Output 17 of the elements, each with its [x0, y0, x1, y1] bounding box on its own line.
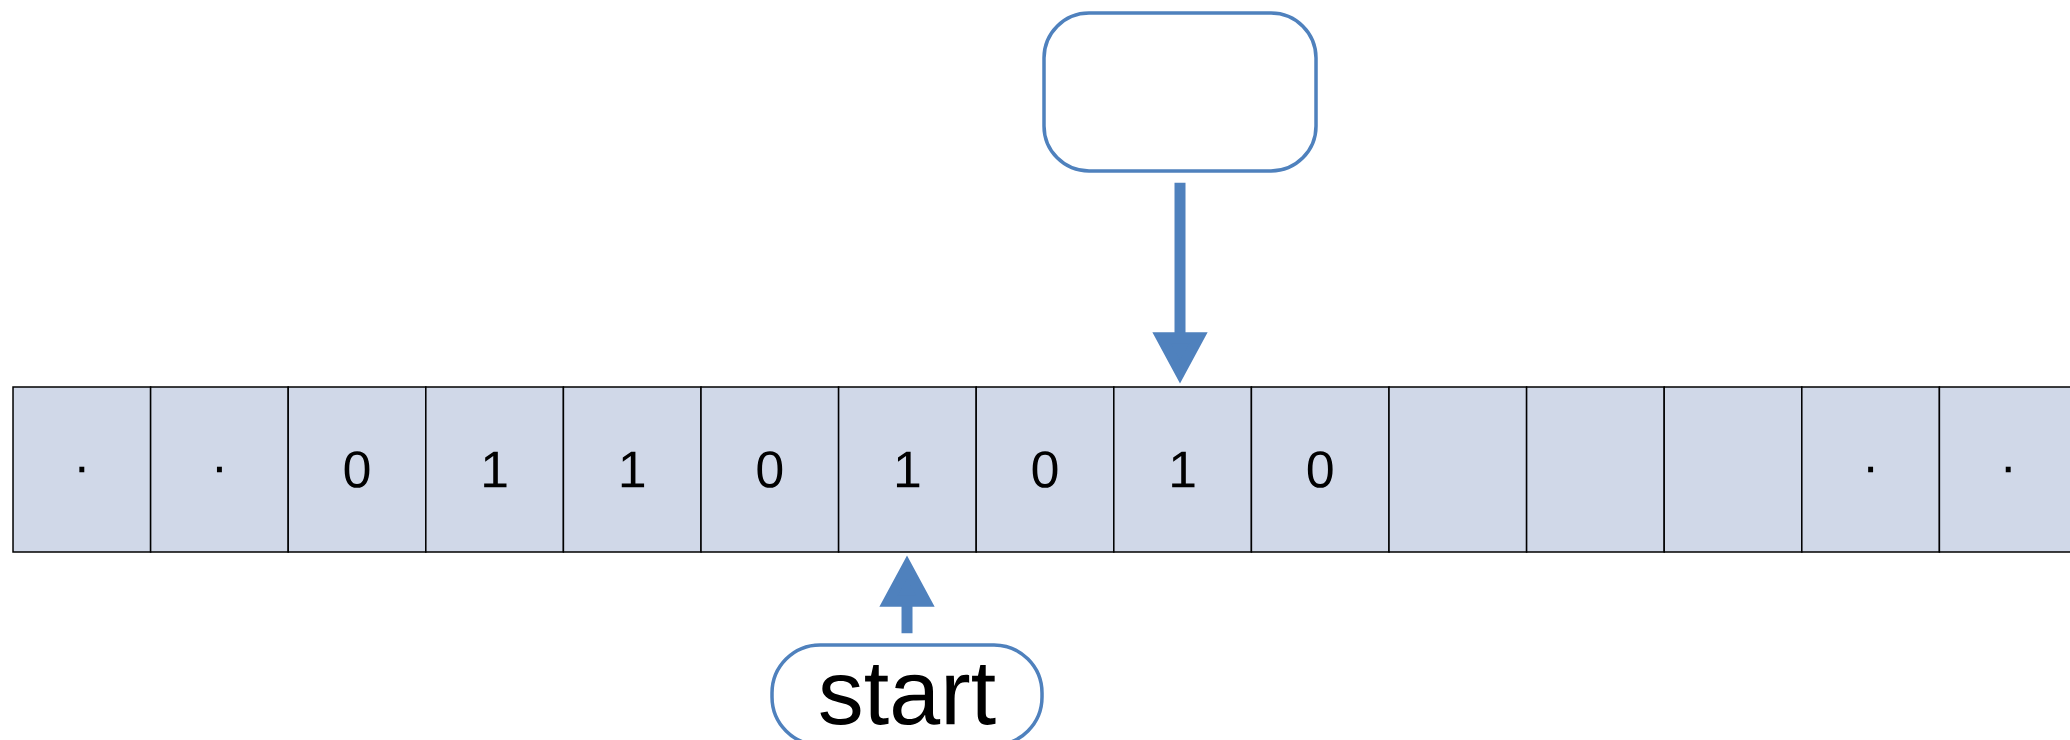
tape-cell: 0 — [975, 386, 1115, 553]
tape-cell — [1663, 386, 1803, 553]
tape-cell: 1 — [837, 386, 977, 553]
tape-cell: . — [12, 386, 152, 553]
tape-cell: . — [1938, 386, 2070, 553]
tape-cell: 0 — [1250, 386, 1390, 553]
tape-cell: 1 — [562, 386, 702, 553]
tape-cell: . — [1801, 386, 1941, 553]
tape-cell: 1 — [425, 386, 565, 553]
tape-cell: 0 — [287, 386, 427, 553]
tape-cell: . — [149, 386, 289, 553]
tape-cell: 0 — [700, 386, 840, 553]
tape-cell: 1 — [1113, 386, 1253, 553]
rounded-box — [1042, 11, 1318, 173]
start-label: start — [770, 643, 1044, 740]
tape-cell — [1388, 386, 1528, 553]
tape-cell — [1525, 386, 1665, 553]
